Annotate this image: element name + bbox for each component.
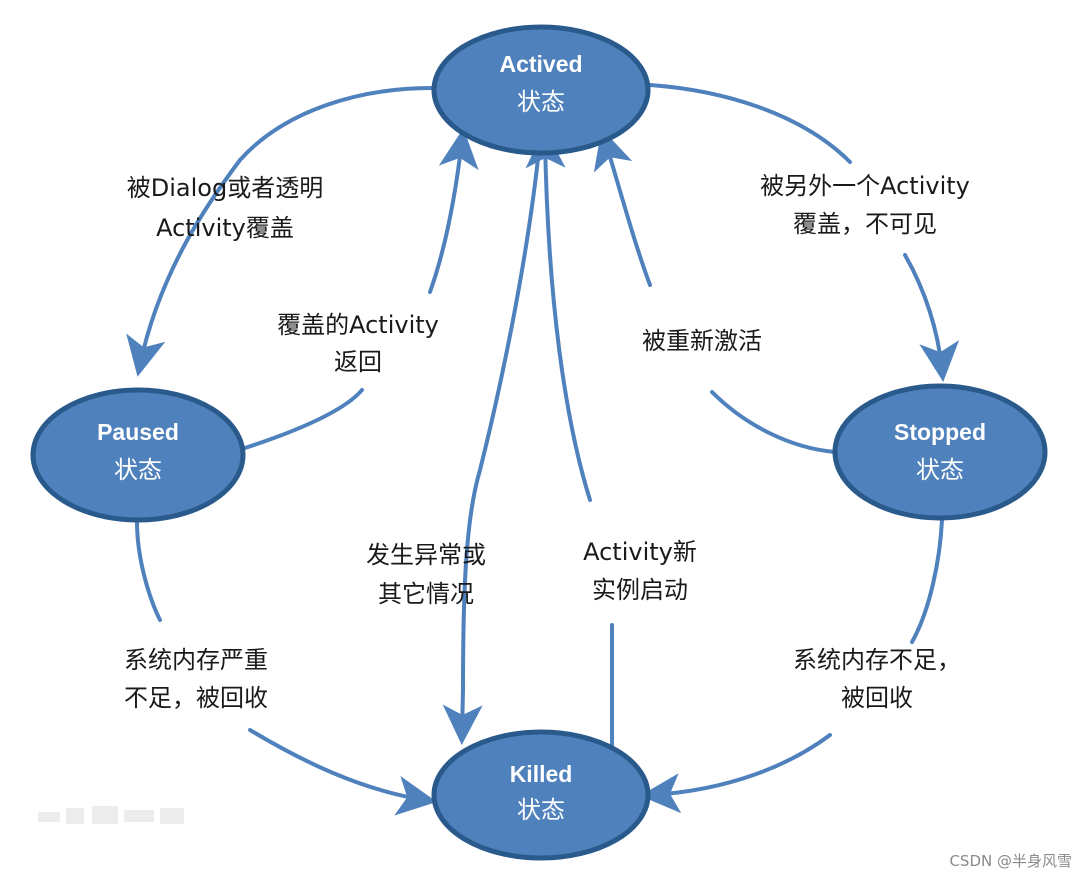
node-stopped-title: Stopped	[894, 419, 986, 445]
label-killed-to-actived-line2: 实例启动	[592, 576, 688, 604]
label-killed-to-actived: Activity新 实例启动	[583, 538, 697, 604]
node-killed-sub: 状态	[517, 796, 565, 824]
arrow-actived-to-stopped	[648, 83, 942, 370]
arrow-stopped-to-actived	[605, 140, 837, 454]
label-stopped-to-killed-line2: 被回收	[841, 684, 913, 712]
label-stopped-to-actived-line1: 被重新激活	[642, 327, 762, 355]
label-stopped-to-actived: 被重新激活	[642, 327, 762, 355]
label-exception-to-killed-line1: 发生异常或	[366, 541, 486, 569]
label-paused-to-actived-line2: 返回	[334, 348, 382, 376]
label-exception-to-killed-line2: 其它情况	[378, 580, 474, 608]
label-actived-to-paused: 被Dialog或者透明 Activity覆盖	[127, 174, 323, 242]
blurred-watermark-graphic	[38, 806, 184, 824]
label-actived-to-stopped-line2: 覆盖，不可见	[793, 210, 937, 238]
label-paused-to-killed: 系统内存严重 不足，被回收	[124, 646, 268, 712]
arrow-killed-to-actived	[545, 140, 614, 747]
label-actived-to-stopped: 被另外一个Activity 覆盖，不可见	[760, 172, 970, 238]
arrow-paused-to-actived	[243, 140, 462, 450]
node-paused-sub: 状态	[114, 456, 162, 484]
label-stopped-to-killed: 系统内存不足， 被回收	[793, 646, 961, 712]
node-stopped: Stopped 状态	[832, 383, 1048, 521]
arrow-exception-to-killed	[442, 138, 542, 745]
label-paused-to-killed-line2: 不足，被回收	[124, 684, 268, 712]
node-actived-sub: 状态	[517, 88, 565, 116]
watermark-text: CSDN @半身风雪	[949, 852, 1072, 870]
label-paused-to-actived: 覆盖的Activity 返回	[277, 311, 439, 376]
label-stopped-to-killed-line1: 系统内存不足，	[793, 646, 961, 674]
label-killed-to-actived-line1: Activity新	[583, 538, 697, 566]
node-stopped-sub: 状态	[916, 456, 964, 484]
label-paused-to-actived-line1: 覆盖的Activity	[277, 311, 439, 339]
node-killed: Killed 状态	[431, 729, 651, 861]
label-actived-to-paused-line2: Activity覆盖	[156, 214, 294, 242]
label-actived-to-stopped-line1: 被另外一个Activity	[760, 172, 970, 200]
label-exception-to-killed: 发生异常或 其它情况	[366, 541, 486, 608]
node-paused: Paused 状态	[30, 387, 246, 523]
arrow-paused-to-killed	[135, 520, 425, 800]
arrow-actived-to-paused	[126, 86, 434, 377]
label-paused-to-killed-line1: 系统内存严重	[124, 646, 268, 674]
arrow-stopped-to-killed	[652, 518, 944, 795]
node-actived-title: Actived	[499, 51, 582, 77]
node-paused-title: Paused	[97, 419, 179, 445]
node-killed-title: Killed	[510, 761, 573, 787]
node-actived: Actived 状态	[431, 24, 651, 156]
label-actived-to-paused-line1: 被Dialog或者透明	[127, 174, 323, 202]
